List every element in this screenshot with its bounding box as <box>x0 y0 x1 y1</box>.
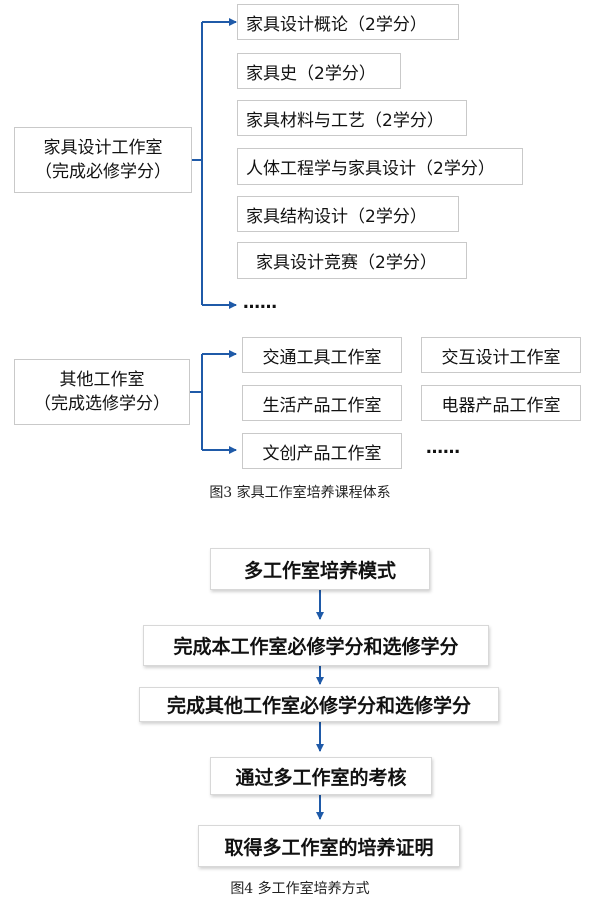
other-studios-subtitle: （完成选修学分） <box>34 394 170 414</box>
course-label: 家具材料与工艺（2学分） <box>246 110 444 131</box>
studio-box-living: 生活产品工作室 <box>242 385 402 421</box>
studios-ellipsis: …… <box>426 438 460 458</box>
course-box-2: 家具史（2学分） <box>237 53 401 89</box>
course-box-3: 家具材料与工艺（2学分） <box>237 100 467 136</box>
furniture-studio-title: 家具设计工作室 <box>43 138 163 158</box>
figure3-caption: 图3 家具工作室培养课程体系 <box>209 485 391 501</box>
flow-step-4: 通过多工作室的考核 <box>210 757 432 795</box>
studio-label: 文创产品工作室 <box>262 443 382 464</box>
courses-ellipsis: …… <box>243 293 277 313</box>
flow-step-label: 完成本工作室必修学分和选修学分 <box>173 636 459 658</box>
studio-box-transport: 交通工具工作室 <box>242 337 402 373</box>
other-studios-box: 其他工作室 （完成选修学分） <box>14 359 190 425</box>
studio-label: 生活产品工作室 <box>262 395 382 416</box>
studio-box-culture: 文创产品工作室 <box>242 433 402 469</box>
flow-step-3: 完成其他工作室必修学分和选修学分 <box>139 687 499 722</box>
flow-step-2: 完成本工作室必修学分和选修学分 <box>143 625 489 666</box>
studio-box-interaction: 交互设计工作室 <box>421 337 581 373</box>
other-studios-title: 其他工作室 <box>59 370 145 390</box>
flow-step-label: 多工作室培养模式 <box>243 559 396 582</box>
furniture-studio-subtitle: （完成必修学分） <box>35 162 171 182</box>
furniture-studio-box: 家具设计工作室 （完成必修学分） <box>14 127 192 193</box>
course-box-1: 家具设计概论（2学分） <box>237 4 459 40</box>
course-label: 人体工程学与家具设计（2学分） <box>246 159 495 179</box>
course-label: 家具设计竞赛（2学分） <box>256 253 437 273</box>
flow-step-5: 取得多工作室的培养证明 <box>198 825 460 867</box>
studio-label: 电器产品工作室 <box>441 395 561 416</box>
flow-step-label: 取得多工作室的培养证明 <box>224 836 434 859</box>
flow-step-1: 多工作室培养模式 <box>210 548 430 590</box>
figure4-caption: 图4 多工作室培养方式 <box>230 881 370 897</box>
studio-label: 交通工具工作室 <box>262 347 382 368</box>
course-box-6: 家具设计竞赛（2学分） <box>237 242 467 279</box>
flow-step-label: 完成其他工作室必修学分和选修学分 <box>166 695 471 717</box>
studio-label: 交互设计工作室 <box>441 347 561 368</box>
studio-box-appliance: 电器产品工作室 <box>421 385 581 421</box>
course-box-4: 人体工程学与家具设计（2学分） <box>237 148 523 185</box>
course-label: 家具史（2学分） <box>246 63 376 84</box>
flow-step-label: 通过多工作室的考核 <box>235 766 407 789</box>
course-box-5: 家具结构设计（2学分） <box>237 196 459 232</box>
course-label: 家具设计概论（2学分） <box>246 14 427 35</box>
course-label: 家具结构设计（2学分） <box>246 206 427 227</box>
